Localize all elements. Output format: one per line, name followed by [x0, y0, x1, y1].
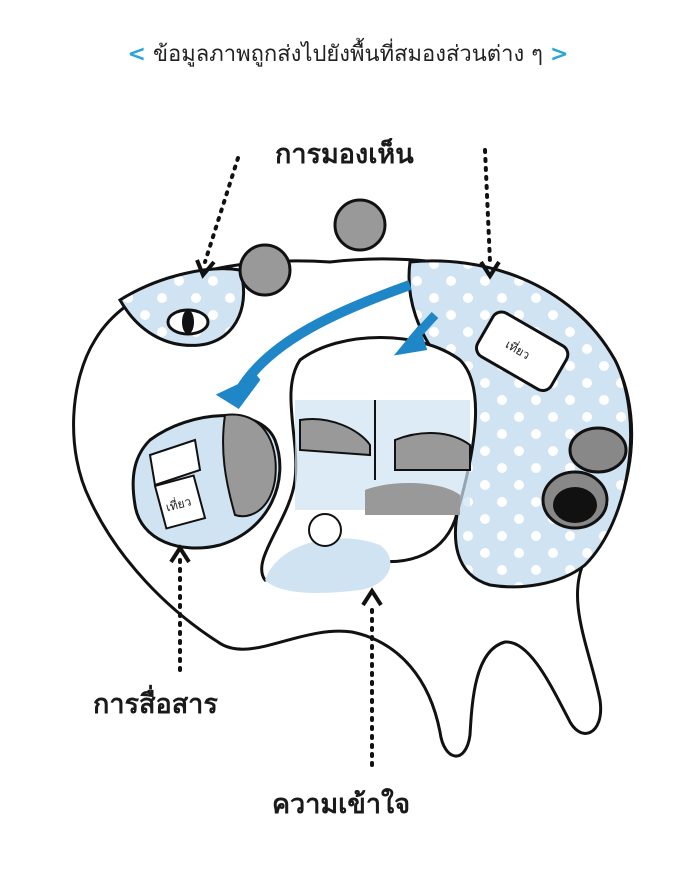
onsen-icon	[568, 426, 628, 474]
label-vision: การมองเห็น	[275, 139, 414, 170]
bathing-person	[308, 513, 342, 547]
label-understanding: ความเข้าใจ	[272, 789, 411, 820]
dotted-arrow-vision-right	[483, 148, 492, 264]
right-bracket: >	[550, 42, 569, 67]
label-communication: การสื่อสาร	[93, 689, 218, 720]
title-text: ข้อมูลภาพถูกส่งไปยังพื้นที่สมองส่วนต่าง …	[152, 42, 543, 67]
page-title: < ข้อมูลภาพถูกส่งไปยังพื้นที่สมองส่วนต่า…	[0, 36, 696, 71]
ticket: เที่ยว	[475, 310, 570, 392]
left-bracket: <	[127, 42, 146, 67]
person-2	[333, 198, 387, 252]
arrow-to-communication	[235, 280, 412, 393]
vision-region	[117, 267, 246, 347]
person-1	[238, 243, 292, 297]
book	[153, 474, 207, 530]
dotted-arrow-vision-left	[203, 156, 240, 264]
